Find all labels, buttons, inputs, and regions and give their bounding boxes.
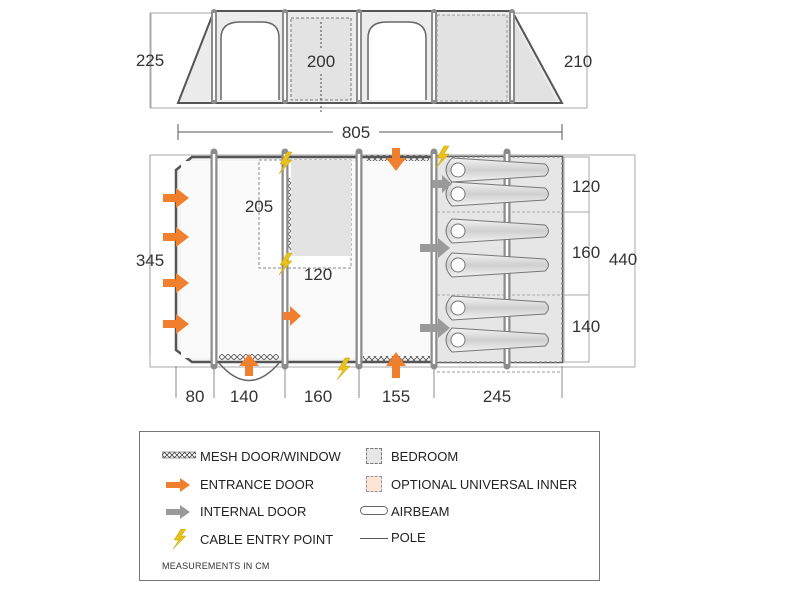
- airbeam-icon: [360, 506, 388, 515]
- window-left: [220, 21, 280, 100]
- legend-cable-label: CABLE ENTRY POINT: [200, 532, 334, 547]
- inner-swatch-icon: [366, 476, 382, 492]
- tent-diagram: 805 225 200 210: [136, 9, 637, 406]
- dim-bay-3: 140: [572, 317, 600, 336]
- internal-door-arrow-icon: [420, 238, 450, 258]
- cable-entry-points: [278, 145, 450, 381]
- dim-bay-2: 160: [572, 243, 600, 262]
- dim-height-225: 225: [136, 51, 164, 70]
- floor-plan: 345 440 205 120 120 160 140 80 140 160 1…: [136, 145, 637, 406]
- cable-entry-icon: [278, 252, 293, 276]
- internal-arrow-icon: [166, 505, 190, 519]
- bedroom-swatch-icon: [366, 448, 382, 464]
- dim-seg-160: 160: [304, 387, 332, 406]
- legend-internal-label: INTERNAL DOOR: [200, 504, 307, 519]
- internal-arrows: [420, 175, 452, 338]
- entrance-arrow-icon: [166, 478, 190, 492]
- entrance-arrow-icon: [163, 188, 189, 208]
- legend-inner-label: OPTIONAL UNIVERSAL INNER: [391, 477, 578, 492]
- dim-width-440: 440: [609, 250, 637, 269]
- entrance-arrows: [163, 148, 406, 378]
- entrance-arrow-icon: [163, 314, 189, 334]
- entrance-arrow-icon: [239, 354, 259, 376]
- dim-height-200: 200: [307, 52, 335, 71]
- pole-icon: [360, 538, 388, 539]
- cable-entry-icon: [278, 151, 293, 175]
- mesh-icon: [162, 451, 196, 459]
- dim-room-120: 120: [304, 265, 332, 284]
- dim-length-805: 805: [342, 123, 370, 142]
- window-right: [367, 21, 427, 100]
- entrance-arrow-icon: [386, 148, 406, 171]
- dim-seg-245: 245: [483, 387, 511, 406]
- dim-room-205: 205: [245, 197, 273, 216]
- cable-entry-icon: [435, 145, 450, 169]
- dim-seg-140: 140: [230, 387, 258, 406]
- dim-bay-1: 120: [572, 177, 600, 196]
- side-elevation: 805 225 200 210: [136, 9, 592, 142]
- legend-airbeam-label: AIRBEAM: [391, 504, 450, 519]
- sleeping-bags: [445, 157, 549, 353]
- cable-entry-icon: [336, 357, 351, 381]
- entrance-arrow-icon: [163, 273, 189, 293]
- measurements-note: MEASUREMENTS IN CM: [162, 561, 270, 571]
- legend: MESH DOOR/WINDOW ENTRANCE DOOR INTERNAL …: [139, 431, 600, 581]
- internal-door-arrow-icon: [420, 318, 450, 338]
- internal-door-arrow-icon: [432, 175, 452, 193]
- dim-seg-155: 155: [382, 387, 410, 406]
- legend-entrance-label: ENTRANCE DOOR: [200, 477, 315, 492]
- dim-seg-80: 80: [186, 387, 205, 406]
- dim-height-210: 210: [564, 52, 592, 71]
- entrance-arrow-icon: [163, 227, 189, 247]
- legend-bedroom-label: BEDROOM: [391, 449, 459, 464]
- legend-pole-label: POLE: [391, 530, 426, 545]
- entrance-arrow-icon: [386, 352, 406, 378]
- entrance-arrow-icon: [283, 306, 301, 326]
- dim-width-345: 345: [136, 251, 164, 270]
- legend-mesh-label: MESH DOOR/WINDOW: [200, 449, 341, 464]
- cable-bolt-icon: [172, 529, 187, 549]
